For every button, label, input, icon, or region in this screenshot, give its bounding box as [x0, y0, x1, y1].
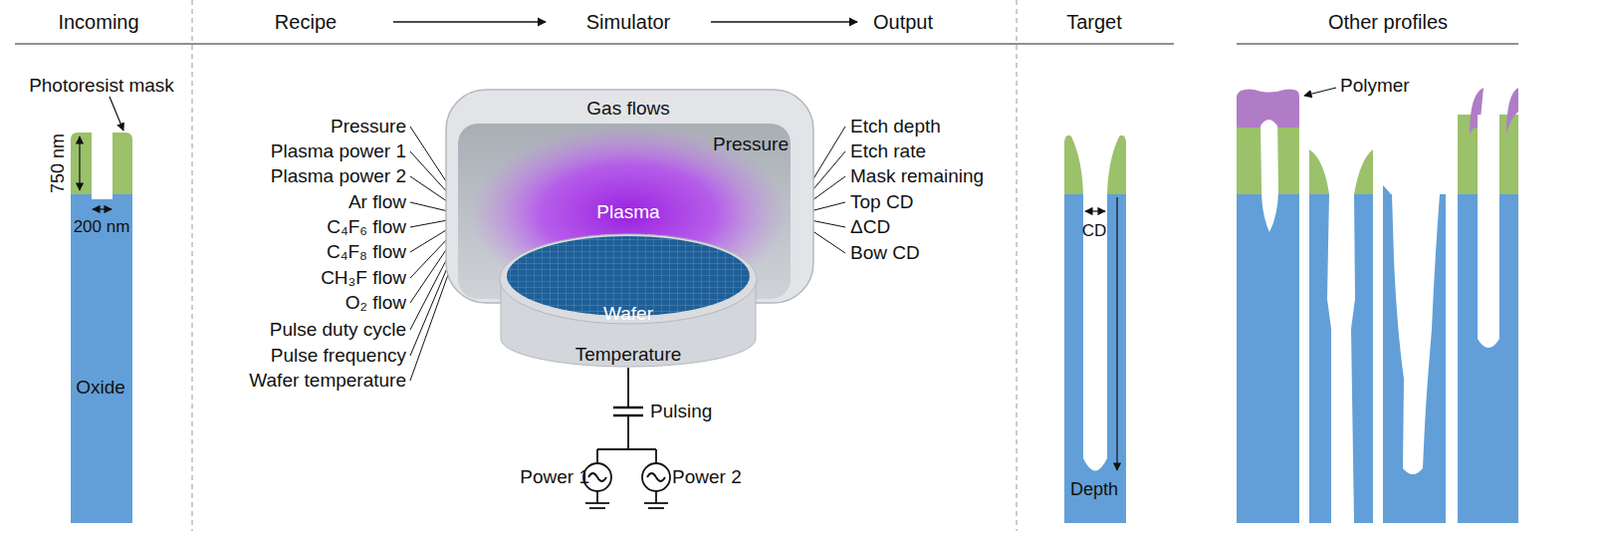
label: 200 nm	[73, 218, 131, 237]
label: CH₃F flow	[320, 267, 407, 289]
label: Wafer temperature	[248, 370, 407, 392]
label: Top CD	[850, 192, 914, 214]
label: Wafer	[603, 303, 654, 325]
label: Polymer	[1340, 75, 1410, 97]
label: Ar flow	[348, 192, 407, 214]
label: Pressure	[330, 116, 407, 138]
label: Plasma	[596, 202, 660, 224]
label: CD	[1082, 222, 1108, 241]
label: 750 nm	[48, 133, 69, 194]
label: Oxide	[75, 377, 126, 399]
label: Photoresist mask	[28, 75, 175, 97]
label: Temperature	[575, 344, 683, 366]
column-heading: Recipe	[274, 10, 337, 33]
label: Pulse duty cycle	[269, 319, 407, 341]
label: C₄F₈ flow	[326, 241, 407, 263]
column-heading: Output	[873, 10, 933, 33]
label: ΔCD	[850, 217, 891, 238]
label: Power 1	[519, 466, 590, 488]
column-heading: Simulator	[586, 10, 671, 33]
label: O₂ flow	[345, 292, 407, 314]
column-heading: Target	[1066, 10, 1123, 33]
label: Plasma power 1	[270, 141, 407, 163]
column-heading: Incoming	[57, 10, 139, 33]
column-heading: Other profiles	[1328, 10, 1448, 33]
label: Plasma power 2	[270, 166, 407, 188]
label: Etch rate	[850, 141, 926, 163]
label: Bow CD	[850, 242, 920, 264]
label: C₄F₆ flow	[326, 217, 407, 238]
label: Power 2	[672, 466, 742, 488]
label: Etch depth	[850, 116, 941, 138]
label: Pulse frequency	[270, 345, 407, 367]
label: Pressure	[712, 134, 789, 156]
label: Gas flows	[586, 98, 670, 120]
label: Depth	[1070, 479, 1119, 500]
label: Pulsing	[650, 401, 712, 423]
label: Mask remaining	[850, 166, 984, 188]
